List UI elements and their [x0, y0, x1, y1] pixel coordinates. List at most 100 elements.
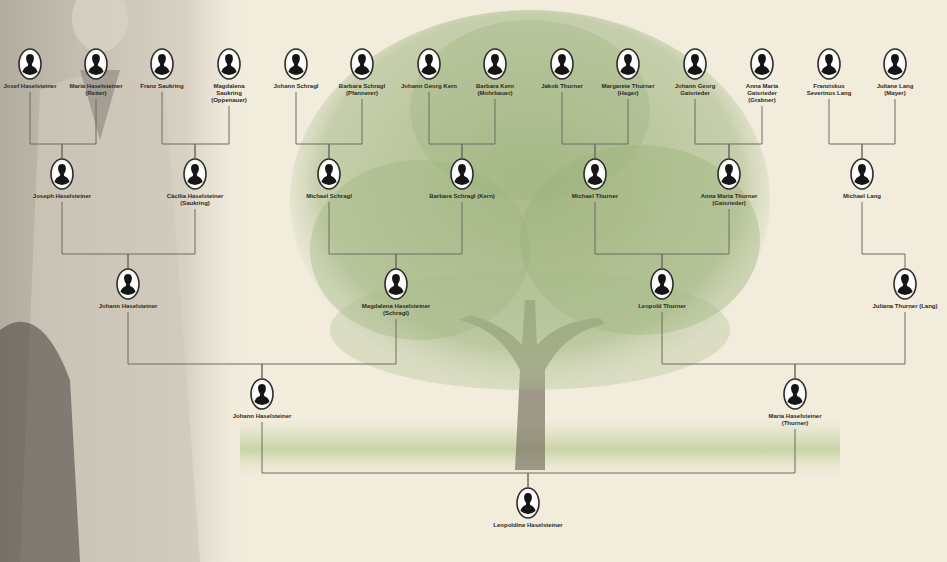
- silhouette-icon: [783, 378, 807, 410]
- silhouette-icon: [84, 48, 108, 80]
- person-node: Juliane Lang (Mayer): [866, 48, 924, 97]
- person-node: Franz Saukring: [133, 48, 191, 90]
- person-node: Josef Haselsteiner: [1, 48, 59, 90]
- person-name: Juliane Lang (Mayer): [866, 83, 924, 97]
- lineage-line: [329, 99, 362, 158]
- person-node: Franziskus Severinus Lang: [800, 48, 858, 97]
- lineage-line: [162, 92, 195, 158]
- person-name: Juliana Thurner (Lang): [870, 303, 940, 310]
- person-name: Magdalena Saukring (Oppenauer): [200, 83, 258, 104]
- lineage-line: [695, 99, 729, 158]
- lineage-line: [296, 92, 329, 158]
- lineage-line: [429, 92, 462, 158]
- silhouette-icon: [616, 48, 640, 80]
- silhouette-icon: [150, 48, 174, 80]
- tree-illustration: [240, 10, 840, 480]
- silhouette-icon: [18, 48, 42, 80]
- person-name: Joseph Haselsteiner: [27, 193, 97, 200]
- person-node: Joseph Haselsteiner: [27, 158, 97, 200]
- person-name: Franziskus Severinus Lang: [800, 83, 858, 97]
- lineage-line: [595, 99, 628, 158]
- person-node: Johann Georg Gaisrieder: [666, 48, 724, 97]
- lineage-line: [528, 429, 795, 487]
- person-name: Michael Thurner: [560, 193, 630, 200]
- person-name: Barbara Kern (Mohrbauer): [466, 83, 524, 97]
- old-photo: [0, 0, 250, 562]
- lineage-line: [595, 202, 662, 268]
- person-node: Maria Haselsteiner (Reiter): [67, 48, 125, 97]
- lineage-line: [195, 106, 229, 158]
- lineage-line: [396, 202, 462, 268]
- person-node: Anna Maria Gaisrieder (Grabner): [733, 48, 791, 104]
- lineage-line: [862, 202, 905, 268]
- silhouette-icon: [717, 158, 741, 190]
- person-name: Franz Saukring: [133, 83, 191, 90]
- person-node: Johann Haselsteiner: [90, 268, 166, 310]
- person-node: Anna Maria Thurner (Gaisrieder): [694, 158, 764, 207]
- person-node: Michael Schragl: [294, 158, 364, 200]
- person-node: Cäcilia Haselsteiner (Saukring): [160, 158, 230, 207]
- lineage-line: [729, 106, 762, 158]
- person-node: Leopoldine Haselsteiner: [488, 487, 568, 529]
- lineage-line: [795, 312, 905, 378]
- lineage-line: [829, 99, 862, 158]
- silhouette-icon: [883, 48, 907, 80]
- silhouette-icon: [217, 48, 241, 80]
- silhouette-icon: [650, 268, 674, 300]
- person-name: Leopold Thurner: [624, 303, 700, 310]
- person-node: Juliana Thurner (Lang): [870, 268, 940, 310]
- silhouette-icon: [284, 48, 308, 80]
- lineage-line: [262, 319, 396, 378]
- lineage-line: [662, 209, 729, 268]
- lineage-line: [562, 92, 595, 158]
- lineage-line: [128, 312, 262, 378]
- person-node: Barbara Kern (Mohrbauer): [466, 48, 524, 97]
- person-name: Anna Maria Gaisrieder (Grabner): [733, 83, 791, 104]
- person-name: Johann Schragl: [267, 83, 325, 90]
- person-node: Barbara Schragl (Kern): [427, 158, 497, 200]
- person-name: Margarete Thurner (Hager): [599, 83, 657, 97]
- person-name: Josef Haselsteiner: [1, 83, 59, 90]
- person-node: Magdalena Haselsteiner (Schragl): [358, 268, 434, 317]
- silhouette-icon: [516, 487, 540, 519]
- person-name: Maria Haselsteiner (Thurner): [757, 413, 833, 427]
- person-name: Magdalena Haselsteiner (Schragl): [358, 303, 434, 317]
- person-name: Barbara Schragl (Pfannerer): [333, 83, 391, 97]
- person-node: Johann Schragl: [267, 48, 325, 90]
- person-name: Johann Haselsteiner: [90, 303, 166, 310]
- person-name: Johann Georg Kern: [400, 83, 458, 90]
- person-name: Michael Lang: [827, 193, 897, 200]
- person-node: Magdalena Saukring (Oppenauer): [200, 48, 258, 104]
- lineage-line: [262, 422, 528, 487]
- person-node: Johann Georg Kern: [400, 48, 458, 90]
- silhouette-icon: [750, 48, 774, 80]
- silhouette-icon: [116, 268, 140, 300]
- lineage-line: [62, 202, 128, 268]
- silhouette-icon: [850, 158, 874, 190]
- silhouette-icon: [483, 48, 507, 80]
- person-node: Barbara Schragl (Pfannerer): [333, 48, 391, 97]
- silhouette-icon: [893, 268, 917, 300]
- person-name: Leopoldine Haselsteiner: [488, 522, 568, 529]
- person-name: Jakob Thurner: [533, 83, 591, 90]
- person-name: Cäcilia Haselsteiner (Saukring): [160, 193, 230, 207]
- lineage-line: [128, 209, 195, 268]
- lineage-line: [662, 312, 795, 378]
- silhouette-icon: [50, 158, 74, 190]
- silhouette-icon: [550, 48, 574, 80]
- person-name: Johann Haselsteiner: [224, 413, 300, 420]
- lineage-line: [329, 202, 396, 268]
- silhouette-icon: [583, 158, 607, 190]
- person-node: Maria Haselsteiner (Thurner): [757, 378, 833, 427]
- lineage-line: [462, 99, 495, 158]
- person-node: Johann Haselsteiner: [224, 378, 300, 420]
- person-node: Jakob Thurner: [533, 48, 591, 90]
- lineage-line: [30, 92, 62, 158]
- person-node: Michael Thurner: [560, 158, 630, 200]
- person-name: Johann Georg Gaisrieder: [666, 83, 724, 97]
- silhouette-icon: [250, 378, 274, 410]
- silhouette-icon: [817, 48, 841, 80]
- silhouette-icon: [450, 158, 474, 190]
